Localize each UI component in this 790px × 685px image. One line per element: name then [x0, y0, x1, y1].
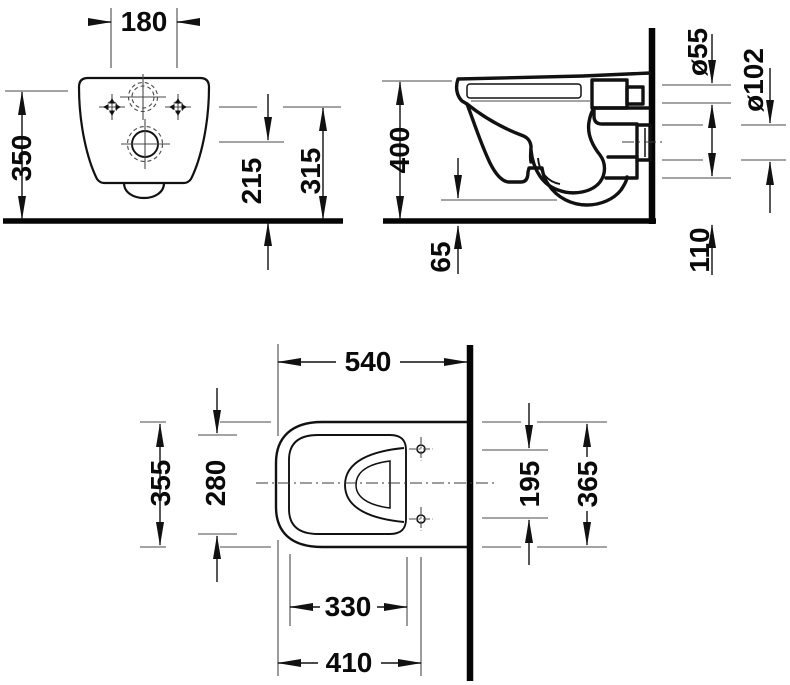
dim-label-280: 280 [200, 460, 231, 507]
fixing-hole-mark-right [164, 93, 192, 121]
dim-label-350: 350 [6, 135, 37, 182]
toilet-side-sump-trap [529, 106, 607, 195]
plan-fixing-hole-top [408, 436, 434, 462]
dim-label-365: 365 [572, 461, 603, 508]
toilet-side-waterline-arc [537, 157, 561, 185]
dim-label-330: 330 [325, 591, 372, 622]
toilet-side-outer-profile [454, 71, 652, 207]
toilet-plan-outer-outline [274, 420, 467, 549]
outlet-duct-top [592, 106, 639, 126]
seat-profile [466, 83, 582, 99]
toilet-plan-sump-outline [344, 447, 405, 523]
plan-fixing-hole-bottom [408, 506, 434, 532]
dim-label-400: 400 [384, 127, 415, 174]
dim-label-410: 410 [326, 647, 373, 678]
flush-inlet-housing [590, 78, 629, 110]
dim-label-315: 315 [295, 148, 326, 195]
dim-label-180: 180 [121, 6, 168, 37]
dim-label-d102: ø102 [738, 48, 769, 112]
outlet-bracket [604, 155, 639, 180]
toilet-plan-waterline [355, 460, 391, 509]
dim-label-d55: ø55 [682, 28, 713, 76]
dim-label-195: 195 [514, 461, 545, 508]
dim-label-65: 65 [425, 241, 456, 272]
toilet-front-body-outline [77, 76, 211, 185]
dim-label-355: 355 [145, 460, 176, 507]
side-view: 400 65 ø55 ø102 110 [382, 28, 786, 275]
plan-view: 540 355 280 195 365 330 [140, 344, 607, 681]
fixing-hole-mark-left [98, 93, 126, 121]
flush-inlet-pipe [625, 85, 645, 106]
front-view: 180 350 215 315 [3, 6, 343, 270]
toilet-front-outlet-bump [122, 181, 166, 199]
toilet-plan-inner-rim [288, 434, 407, 535]
dim-label-540: 540 [345, 346, 392, 377]
dim-label-110: 110 [684, 227, 715, 272]
dim-label-215: 215 [236, 158, 267, 205]
